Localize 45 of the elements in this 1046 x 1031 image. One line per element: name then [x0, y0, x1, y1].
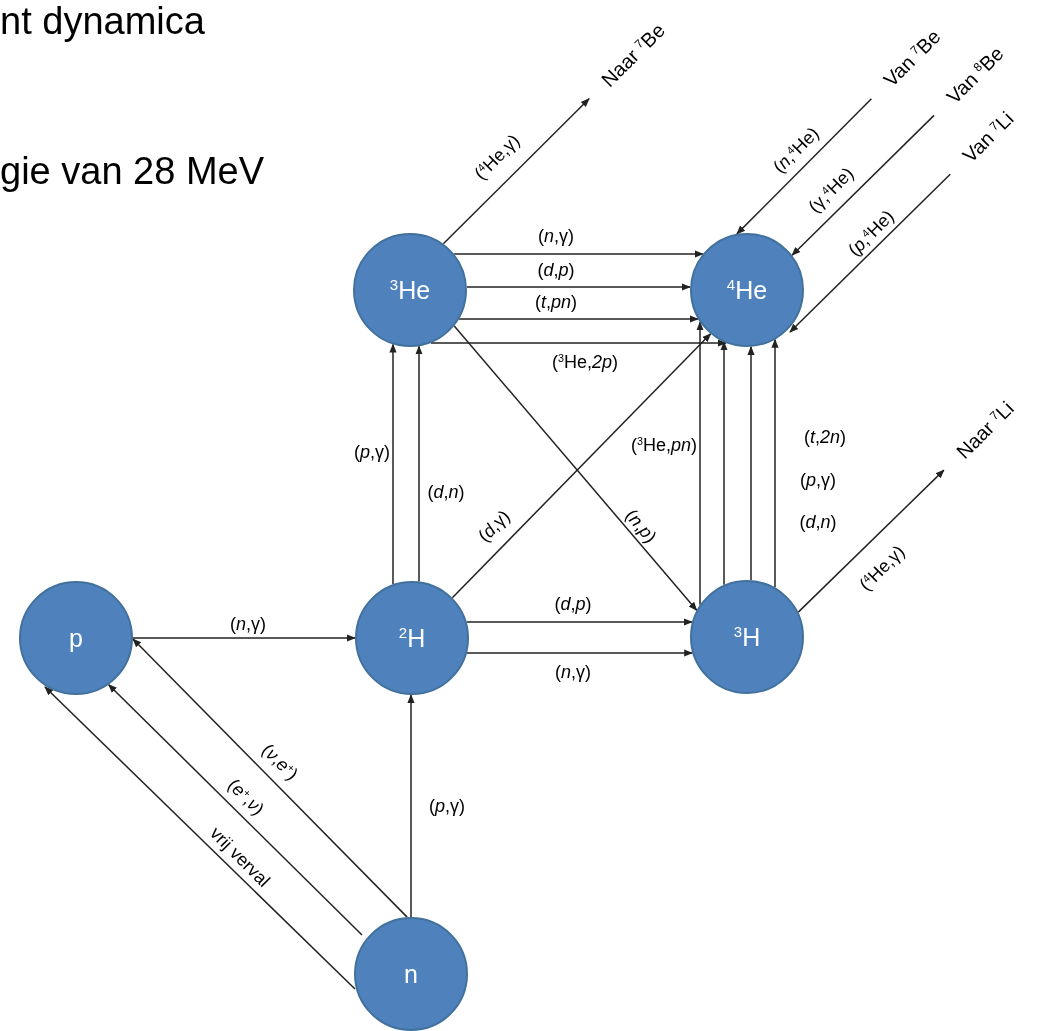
edge-label: (d,p): [554, 595, 592, 613]
text-fragment: nt dynamica: [0, 2, 205, 40]
arrow: [747, 345, 755, 581]
arrow: [132, 634, 356, 642]
edge-label: (n,γ): [555, 663, 591, 681]
nucleus-label: p: [68, 625, 84, 651]
text-fragment: gie van 28 MeV: [0, 152, 265, 190]
arrow: [736, 98, 873, 235]
arrow: [107, 683, 363, 936]
nucleus-label: $^{4}$He: [725, 277, 769, 303]
arrow: [132, 638, 408, 918]
nucleus-label: $^{2}$H: [397, 625, 427, 651]
edge-label: (p,γ): [429, 797, 465, 815]
arrow: [466, 283, 691, 291]
nucleus-label: n: [403, 961, 419, 987]
arrow: [44, 686, 356, 990]
arrow: [453, 250, 704, 258]
arrow: [789, 173, 951, 333]
edge-label: (n,p): [622, 506, 660, 546]
arrow: [415, 345, 423, 583]
arrow: [465, 618, 693, 626]
edge-label: (p,γ): [800, 471, 836, 489]
edge-label: (p,γ): [354, 443, 390, 461]
edge-label: (n,γ): [230, 615, 266, 633]
arrow: [696, 321, 704, 606]
edge-label: ($^{3}$He,2p): [551, 353, 619, 371]
edge-label: (d,p): [537, 261, 575, 279]
arrow: [466, 649, 694, 657]
nucleus-label: $^{3}$H: [732, 624, 762, 650]
edge-label: ($^{3}$He,pn): [630, 436, 698, 454]
edge-label: (n,γ): [538, 227, 574, 245]
edge-label: (t,pn): [534, 293, 578, 311]
arrow: [442, 98, 590, 245]
edge-label: (d,γ): [474, 506, 514, 546]
arrow: [458, 315, 699, 323]
edge-label: (d,n): [799, 513, 837, 531]
arrow: [797, 469, 945, 613]
nucleus-label: $^{3}$He: [388, 277, 432, 303]
arrow: [771, 338, 779, 589]
arrow: [791, 114, 935, 256]
arrow: [389, 343, 397, 585]
arrow: [720, 341, 728, 586]
arrow: [407, 694, 415, 918]
edge-label: (t,2n): [803, 428, 847, 446]
edge-label: (d,n): [427, 483, 465, 501]
